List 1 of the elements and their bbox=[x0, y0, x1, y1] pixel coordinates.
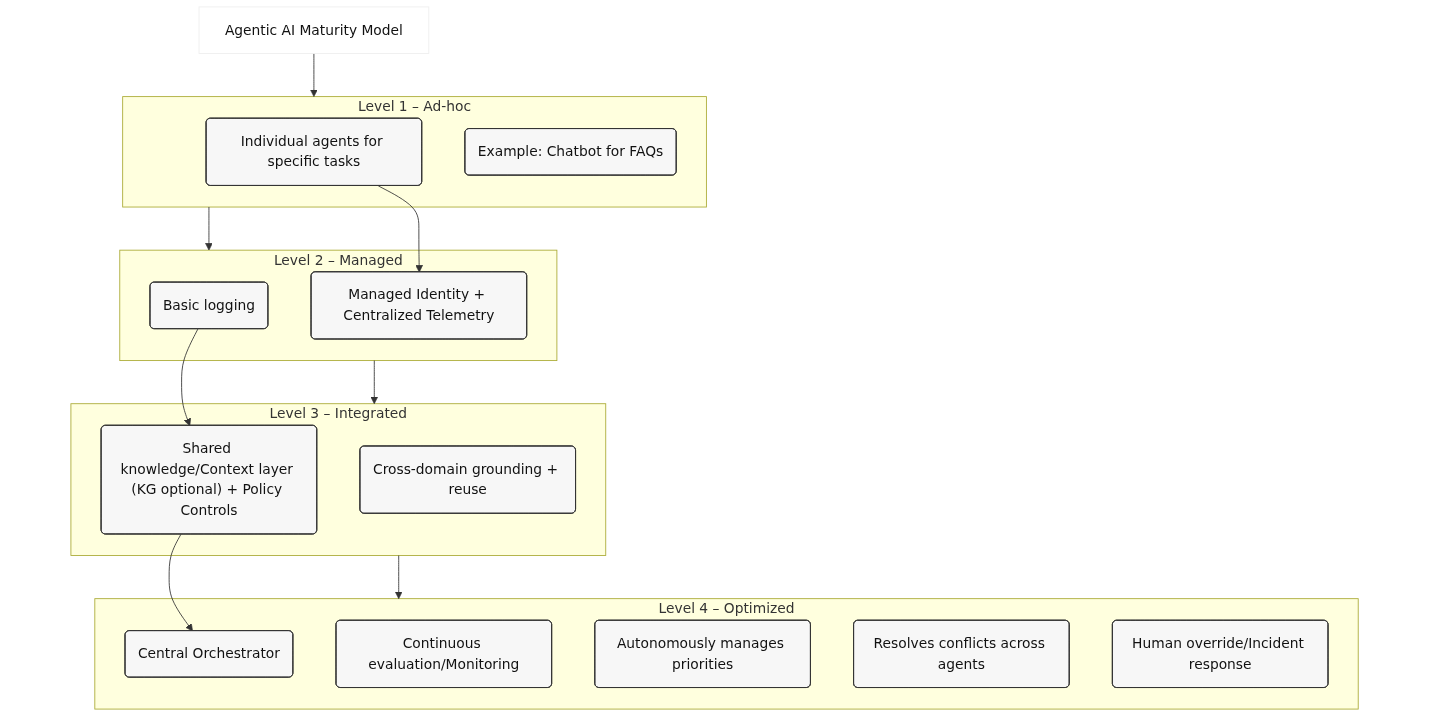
node-box: Agentic AI Maturity Model bbox=[199, 6, 430, 54]
